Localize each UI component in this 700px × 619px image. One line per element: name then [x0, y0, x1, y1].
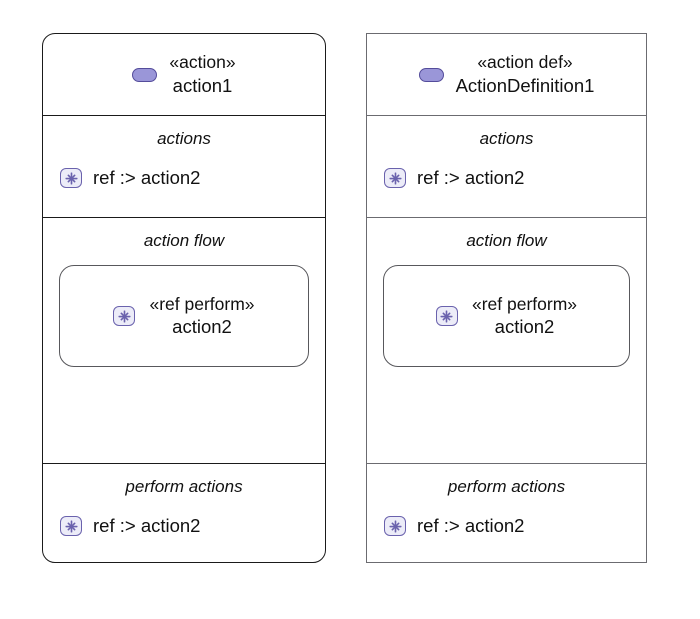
compartment-label: actions: [479, 129, 534, 148]
panel-header-compartment: «action» action1: [43, 34, 325, 115]
compartment-label: action flow: [466, 231, 547, 250]
stereotype-label: «action»: [169, 52, 236, 72]
action-flow-compartment: action flow: [43, 217, 325, 463]
perform-actions-compartment: perform actions: [43, 463, 325, 562]
feature-row[interactable]: ref :> action2: [43, 497, 325, 537]
feature-text: ref :> action2: [417, 167, 525, 188]
feature-text: ref :> action2: [417, 515, 525, 536]
panel-header-compartment: «action def» ActionDefinition1: [367, 34, 646, 115]
action-flow-compartment: action flow: [367, 217, 646, 463]
nested-stereotype-label: «ref perform»: [149, 293, 255, 314]
stereotype-label: «action def»: [477, 52, 573, 72]
action-usage-panel[interactable]: «action» action1 actions: [42, 33, 326, 563]
action-pill-icon: [132, 67, 158, 82]
feature-text: ref :> action2: [93, 167, 201, 188]
element-name-label: action1: [172, 74, 233, 96]
element-name-label: ActionDefinition1: [455, 74, 595, 96]
compartment-label: action flow: [143, 231, 225, 250]
action-pill-icon: [418, 67, 444, 82]
ref-asterisk-icon: [384, 516, 406, 536]
nested-perform-action-box[interactable]: «ref perform» action2: [383, 265, 630, 367]
ref-asterisk-icon: [60, 516, 82, 536]
actions-compartment: actions ref :>: [367, 115, 646, 217]
nested-element-name-label: action2: [494, 316, 555, 338]
feature-text: ref :> action2: [93, 515, 201, 536]
nested-element-name-label: action2: [172, 316, 232, 338]
action-definition-panel[interactable]: «action def» ActionDefinition1 actions: [366, 33, 647, 563]
actions-compartment: actions ref :>: [43, 115, 325, 217]
feature-row[interactable]: ref :> action2: [367, 149, 646, 189]
nested-perform-action-box[interactable]: «ref perform» action2: [59, 265, 309, 367]
ref-asterisk-icon: [113, 306, 136, 326]
ref-asterisk-icon: [60, 168, 82, 188]
feature-row[interactable]: ref :> action2: [43, 149, 325, 189]
nested-stereotype-label: «ref perform»: [471, 293, 578, 314]
ref-asterisk-icon: [435, 306, 458, 326]
perform-actions-compartment: perform actions: [367, 463, 646, 562]
compartment-label: perform actions: [125, 477, 243, 496]
compartment-label: actions: [157, 129, 211, 148]
ref-asterisk-icon: [384, 168, 406, 188]
feature-row[interactable]: ref :> action2: [367, 497, 646, 537]
compartment-label: perform actions: [447, 477, 566, 496]
